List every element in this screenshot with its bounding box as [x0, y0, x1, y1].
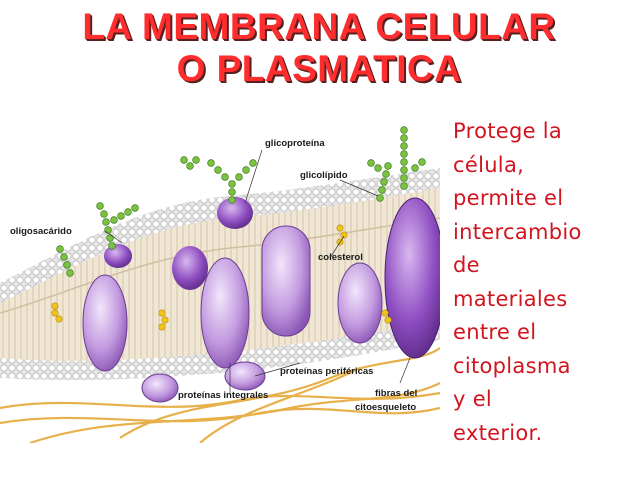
label-cholesterol: colesterol: [318, 252, 363, 263]
label-integral-proteins: proteínas integrales: [178, 390, 268, 401]
label-leaders: [104, 149, 411, 393]
slide-title: LA MEMBRANA CELULAR O PLASMATICA: [0, 6, 638, 90]
description-line: intercambio: [453, 219, 582, 244]
cell-membrane-illustration: glicoproteína glicolípido oligosacárido …: [0, 126, 440, 443]
description-line: de: [453, 253, 480, 277]
cytoskeleton-fibers: [0, 347, 440, 443]
label-glycoprotein: glicoproteína: [265, 138, 325, 149]
title-line-2: O PLASMATICA: [176, 48, 462, 89]
title-line-1: LA MEMBRANA CELULAR: [82, 6, 556, 47]
description-text: Protege la célula, permite el intercambi…: [453, 115, 635, 450]
integral-proteins: [82, 197, 440, 403]
label-peripheral-proteins: proteínas periféricas: [280, 366, 373, 377]
description-line: Protege la: [453, 119, 563, 143]
label-glycolipid: glicolípido: [300, 170, 348, 181]
description-line: exterior.: [453, 420, 543, 445]
description-line: citoplasma: [453, 353, 571, 378]
description-line: y el: [453, 387, 493, 411]
description-line: materiales: [453, 286, 568, 311]
label-oligosaccharide: oligosacárido: [10, 226, 72, 237]
label-cytoskeleton-fibers-line2: citoesqueleto: [355, 402, 416, 413]
description-line: entre el: [453, 320, 537, 344]
description-line: permite el: [453, 186, 564, 210]
oligosaccharide-chains: [56, 126, 426, 277]
description-line: célula,: [453, 152, 525, 177]
label-cytoskeleton-fibers-line1: fibras del: [375, 388, 417, 399]
cholesterol-molecules: [51, 224, 392, 331]
